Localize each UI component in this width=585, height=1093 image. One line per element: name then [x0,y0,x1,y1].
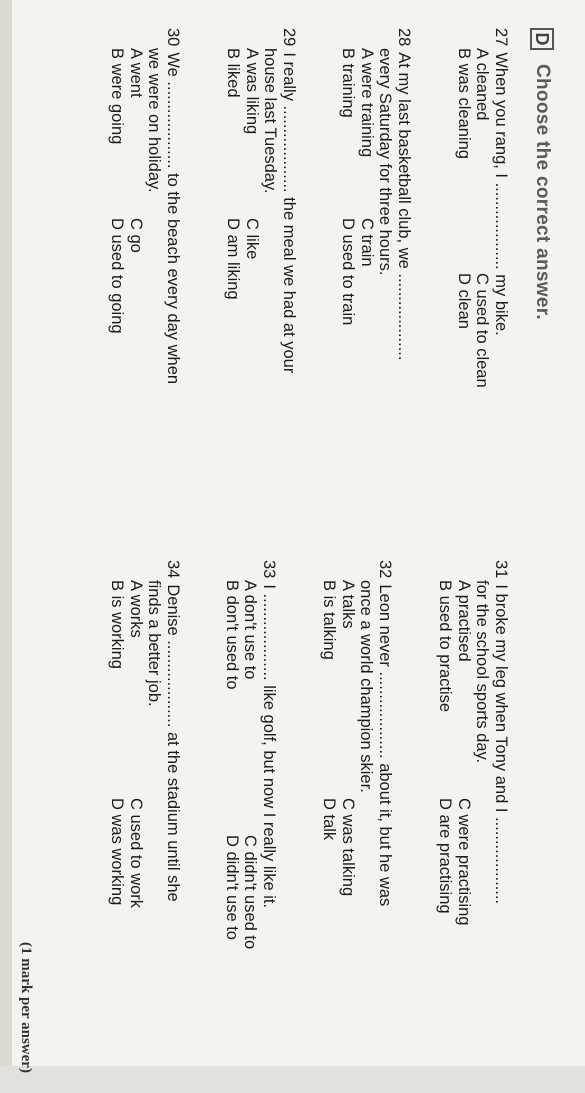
question-30: 30 We ................... to the beach ev… [108,28,183,385]
option-d: D was working [108,798,127,906]
option-b: B used to practise [436,580,455,713]
option-a: A went [127,48,145,98]
question-number: 27 [492,28,510,47]
question-stem-continued: finds a better job. [145,580,164,707]
option-b: B liked [224,48,243,98]
option-b: B training [339,48,358,118]
option-b: B don't used to [223,580,241,690]
option-c: C used to work [127,798,145,909]
question-stem: Leon never ................... about it,… [376,584,394,907]
question-stem: I broke my leg when Tony and I .........… [492,584,510,905]
option-c: C didn't used to [241,835,260,950]
option-d: D are practising [436,798,455,914]
question-number: 33 [260,560,278,579]
option-d: D talk [320,798,339,841]
question-number: 32 [376,560,394,579]
option-b: B was cleaning [455,48,473,159]
question-stem: We ................... to the beach ever… [164,52,182,385]
option-a: A works [127,580,145,638]
question-stem: At my last basketball club, we .........… [395,52,413,361]
question-stem-continued: once a world champion skier. [357,580,376,793]
option-c: C was talking [339,798,357,897]
option-b: B is working [108,580,127,669]
question-stem-continued: every Saturday for three hours. [376,48,395,276]
question-32: 32Leon never ................... about i… [320,560,395,907]
question-stem: Denise ................... at the stadiu… [164,584,182,902]
option-c: C were practising [455,798,473,926]
option-c: C train [358,218,376,267]
option-a: A was liking [243,48,261,135]
section-letter-badge: D [530,28,554,50]
section-instruction: Choose the correct answer. [532,64,553,320]
option-b: B were going [108,48,127,145]
question-34: 34Denise ................... at the stad… [108,560,183,908]
option-a: A talks [339,580,357,629]
question-33: 33 I ................... like golf, but n… [223,560,278,949]
question-stem-continued: we were on holiday. [145,48,164,193]
marks-note: (1 mark per answer) [18,942,34,1073]
page-edge-bottom [0,1066,585,1093]
section-header: D Choose the correct answer. [527,28,557,320]
option-d: D clean [455,273,473,329]
option-d: D am liking [224,218,243,300]
question-stem: When you rang, I ................... my … [492,52,510,336]
option-c: C go [127,218,145,253]
page-edge [0,0,12,1093]
option-d: D didn't use to [223,835,241,940]
question-number: 29 [280,28,298,47]
question-stem-continued: for the school sports day. [473,580,492,764]
question-31: 31 I broke my leg when Tony and I .......… [436,560,511,925]
question-27: 27When you rang, I ................... m… [455,28,510,388]
option-d: D used to train [339,218,358,326]
option-a: A don't use to [241,580,260,680]
option-c: C like [243,218,261,260]
option-a: A were training [358,48,376,158]
option-a: A practised [455,580,473,662]
question-stem-continued: house last Tuesday. [261,48,280,194]
question-stem: I really ................... the meal we… [280,52,298,374]
option-b: B is talking [320,580,339,660]
question-number: 30 [164,28,182,47]
question-29: 29 I really ................... the meal … [224,28,299,374]
option-c: C used to clean [473,273,492,388]
option-d: D used to going [108,218,127,334]
question-number: 28 [395,28,413,47]
question-number: 34 [164,560,182,579]
question-28: 28 At my last basketball club, we .......… [339,28,414,361]
option-a: A cleaned [473,48,492,121]
question-number: 31 [492,560,510,579]
question-stem: I ................... like golf, but now… [260,584,278,909]
